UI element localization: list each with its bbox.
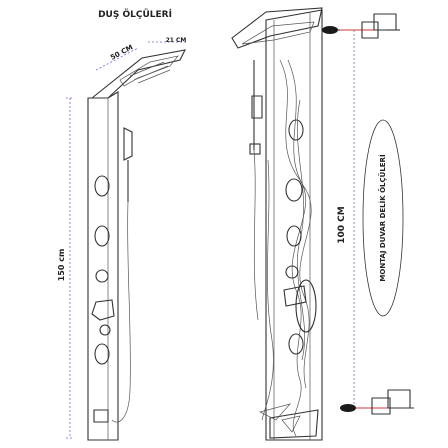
- body-jet-2: [94, 225, 110, 247]
- mixer-handle: [91, 299, 115, 321]
- top-depth-label: 21 CM: [166, 37, 187, 44]
- left-shower-panel: [87, 49, 186, 441]
- diagram-title: DUŞ ÖLÇÜLERİ: [98, 9, 172, 20]
- side-label: MONTAJ DUVAR DELİK ÖLÇÜLERİ: [378, 154, 387, 281]
- spout: [93, 409, 109, 423]
- diverter-knob: [95, 269, 109, 283]
- hose: [111, 201, 131, 423]
- mount-dimension-lines: [348, 29, 360, 409]
- callout-oval: [362, 119, 404, 317]
- mount-distance-label: 100 CM: [337, 206, 347, 244]
- left-dimension-lines: [66, 41, 188, 439]
- bottom-wall-anchor: [340, 389, 414, 415]
- hand-shower-head: [123, 127, 133, 161]
- body-jet-3: [94, 343, 110, 365]
- top-wall-anchor: [322, 13, 400, 39]
- top-width-label: 50 CM: [109, 43, 134, 61]
- right-shower-panel: [231, 7, 323, 441]
- body-jet-1: [94, 175, 110, 197]
- height-label: 150 cm: [57, 249, 66, 282]
